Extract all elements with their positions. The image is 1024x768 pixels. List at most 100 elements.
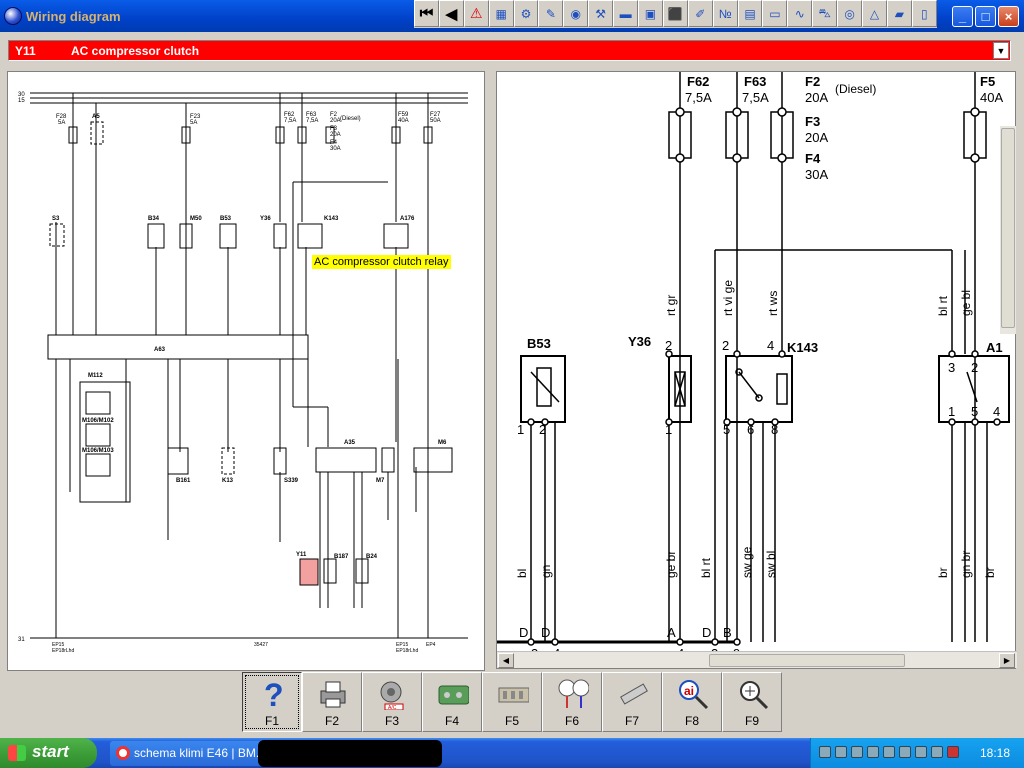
- ground-label: EP15: [396, 642, 408, 648]
- volume-icon[interactable]: [835, 746, 847, 758]
- cable-icon[interactable]: ∿: [787, 0, 813, 27]
- component-label: Y36: [260, 216, 271, 222]
- scroll-right-icon[interactable]: ▶: [999, 653, 1015, 668]
- engine-icon[interactable]: ⬛: [662, 0, 688, 27]
- security-shield-icon[interactable]: [947, 746, 959, 758]
- diagram-icon[interactable]: ▦: [488, 0, 514, 27]
- app-icon[interactable]: [4, 7, 22, 25]
- fkey-label: F8: [684, 714, 699, 728]
- ground-label: EP4: [426, 642, 436, 648]
- component-label: A5: [92, 114, 100, 120]
- pin-number: 5: [723, 422, 730, 437]
- wire-color-label: bl: [515, 569, 529, 578]
- pin-number: 8: [771, 422, 778, 437]
- horizontal-scrollbar[interactable]: ◀ ▶: [497, 651, 1017, 668]
- car-icon[interactable]: ⛍: [812, 0, 838, 27]
- zoomed-diagram-panel[interactable]: F62 F63 F2 F3 F4 F5 B53 Y36 K143 A1 7,5A…: [496, 71, 1016, 669]
- fuse-label: F27: [430, 112, 441, 118]
- vertical-scroll-thumb[interactable]: [1001, 128, 1015, 328]
- connector-label: D: [702, 625, 711, 640]
- zoomed-diagram[interactable]: F62 F63 F2 F3 F4 F5 B53 Y36 K143 A1 7,5A…: [497, 72, 1016, 669]
- start-button[interactable]: start: [0, 738, 97, 768]
- warning-icon[interactable]: ⚠: [463, 0, 489, 27]
- fuse-rating: 7,5A: [742, 90, 769, 105]
- wheel-icon[interactable]: ◎: [837, 0, 863, 27]
- scroll-left-icon[interactable]: ◀: [498, 653, 514, 668]
- update-icon[interactable]: [867, 746, 879, 758]
- clock: 18:18: [979, 746, 1010, 760]
- numbers-icon[interactable]: №: [712, 0, 738, 27]
- antivirus-icon[interactable]: [931, 746, 943, 758]
- close-button[interactable]: ×: [998, 6, 1019, 27]
- wire-color-label: rt vi ge: [721, 280, 735, 316]
- fuse-rating: 20A: [330, 118, 341, 124]
- tools-icon[interactable]: ⚒: [588, 0, 614, 27]
- wire-color-label: ge br: [664, 551, 678, 578]
- fuse-rating: 30A: [330, 146, 341, 152]
- ac-compressor-icon: A/C: [377, 678, 409, 710]
- battery-icon[interactable]: ▬: [613, 0, 639, 27]
- connector-label: B: [723, 625, 732, 640]
- component-label: B53: [220, 216, 232, 222]
- component-icon[interactable]: ⚙: [513, 0, 539, 27]
- gauges-icon: [557, 678, 589, 710]
- fkey-f4[interactable]: F4: [422, 672, 482, 732]
- overview-diagram[interactable]: 30 15 31 F28 5A F23 5A F62 7,5A F63 7,5A…: [8, 72, 485, 671]
- display-icon[interactable]: [883, 746, 895, 758]
- caution-icon[interactable]: △: [862, 0, 887, 27]
- component-label: A35: [344, 440, 356, 446]
- first-page-icon[interactable]: ⏮: [414, 0, 439, 27]
- mechanic-icon[interactable]: ✎: [538, 0, 564, 27]
- fkey-f9[interactable]: F9: [722, 672, 782, 732]
- taskbar-item[interactable]: schema klimi E46 | BM...: [110, 741, 262, 766]
- fkey-f1[interactable]: ?F1: [242, 672, 302, 732]
- fkey-label: F7: [624, 714, 639, 728]
- fuse-rating: 5A: [58, 120, 65, 126]
- component-label: B187: [334, 554, 349, 560]
- card-icon[interactable]: ▭: [762, 0, 788, 27]
- help-icon: ?: [257, 678, 289, 710]
- maximize-button[interactable]: □: [975, 6, 996, 27]
- fuse-rating: 20A: [330, 132, 341, 138]
- rail-label-30: 30: [18, 92, 25, 98]
- fkey-f5[interactable]: F5: [482, 672, 542, 732]
- fkey-f7[interactable]: F7: [602, 672, 662, 732]
- module-icon[interactable]: ▤: [737, 0, 763, 27]
- network-icon[interactable]: [819, 746, 831, 758]
- previous-page-icon[interactable]: ◀: [438, 0, 464, 27]
- pin-number: 1: [517, 422, 524, 437]
- wire-color-label: gn br: [959, 551, 973, 578]
- pen-icon[interactable]: ✐: [687, 0, 713, 27]
- component-label: M50: [190, 216, 202, 222]
- fuse-rating: 20A: [805, 90, 828, 105]
- component-label: K13: [222, 478, 234, 484]
- fkey-f6[interactable]: F6: [542, 672, 602, 732]
- fkey-label: F9: [744, 714, 759, 728]
- bluetooth-icon[interactable]: [915, 746, 927, 758]
- pin-number: 1: [948, 404, 955, 419]
- vehicle-side-icon[interactable]: ▰: [886, 0, 912, 27]
- sync-icon[interactable]: [851, 746, 863, 758]
- minimize-button[interactable]: _: [952, 6, 973, 27]
- connector-block-icon: [497, 678, 529, 710]
- fuse-rating: 40A: [398, 118, 409, 124]
- taskbar-item-label: schema klimi E46 | BM...: [134, 746, 262, 760]
- fuse-label: F4: [330, 140, 338, 146]
- dropdown-arrow-icon[interactable]: ▼: [993, 42, 1009, 59]
- component-selector[interactable]: Y11 AC compressor clutch ▼: [8, 40, 1011, 61]
- component-label: Y36: [628, 334, 651, 349]
- connector-label: A: [667, 625, 676, 640]
- device-icon[interactable]: [899, 746, 911, 758]
- overview-diagram-panel[interactable]: 30 15 31 F28 5A F23 5A F62 7,5A F63 7,5A…: [7, 71, 485, 671]
- horizontal-scroll-thumb[interactable]: [709, 654, 905, 667]
- redacted-area: [258, 740, 442, 767]
- connector-icon[interactable]: ▣: [638, 0, 663, 27]
- gauge-icon[interactable]: ◉: [563, 0, 589, 27]
- component-label: S3: [52, 216, 60, 222]
- fkey-f2[interactable]: F2: [302, 672, 362, 732]
- document-icon[interactable]: ▯: [911, 0, 937, 27]
- panel-splitter[interactable]: [487, 71, 495, 671]
- vertical-scrollbar[interactable]: [1000, 126, 1016, 334]
